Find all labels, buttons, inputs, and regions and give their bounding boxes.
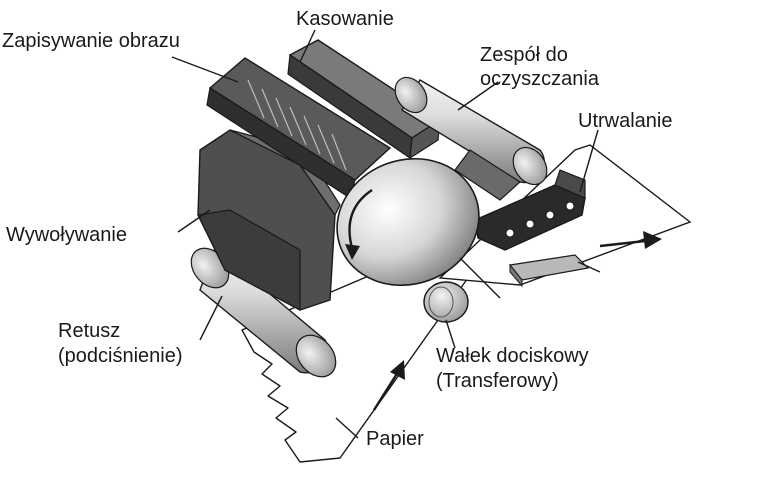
cleaning-roller — [394, 76, 548, 201]
fixing-unit — [474, 169, 586, 251]
image-recording-head — [206, 57, 392, 199]
label-retouch-line2: (podciśnienie) — [58, 345, 183, 367]
leader-image-recording — [171, 56, 239, 83]
label-image-recording: Zapisywanie obrazu — [2, 30, 180, 52]
leader-plate — [577, 261, 601, 273]
leader-pressure-roller — [445, 319, 456, 349]
label-pressure-roller-line2: (Transferowy) — [436, 370, 559, 392]
output-direction-arrow-icon — [599, 231, 662, 249]
leader-lines — [171, 29, 601, 439]
label-cleaning-line2: oczyszczania — [480, 68, 599, 90]
label-pressure-roller-line1: Wałek dociskowy — [436, 345, 589, 367]
output-guide-plate — [508, 254, 590, 288]
label-retouch-line1: Retusz — [58, 320, 121, 342]
retouch-roller — [190, 246, 337, 378]
label-fixing: Utrwalanie — [578, 110, 673, 132]
label-paper: Papier — [366, 428, 424, 450]
leader-drum — [459, 257, 501, 299]
rotation-arrow-icon — [345, 189, 373, 260]
paper-direction-arrow-icon — [372, 360, 405, 411]
leader-paper — [335, 417, 359, 439]
label-erasing: Kasowanie — [296, 8, 394, 30]
leader-cleaning — [457, 81, 499, 111]
pressure-roller — [423, 281, 469, 323]
photo-drum — [336, 157, 480, 287]
leader-erasing — [299, 29, 316, 63]
erasing-bar — [287, 39, 442, 160]
leader-fixing — [579, 129, 599, 193]
label-cleaning-line1: Zespół do — [480, 44, 568, 66]
leader-developing — [177, 209, 211, 233]
leader-retouch — [199, 295, 223, 341]
label-developing: Wywoływanie — [6, 224, 127, 246]
